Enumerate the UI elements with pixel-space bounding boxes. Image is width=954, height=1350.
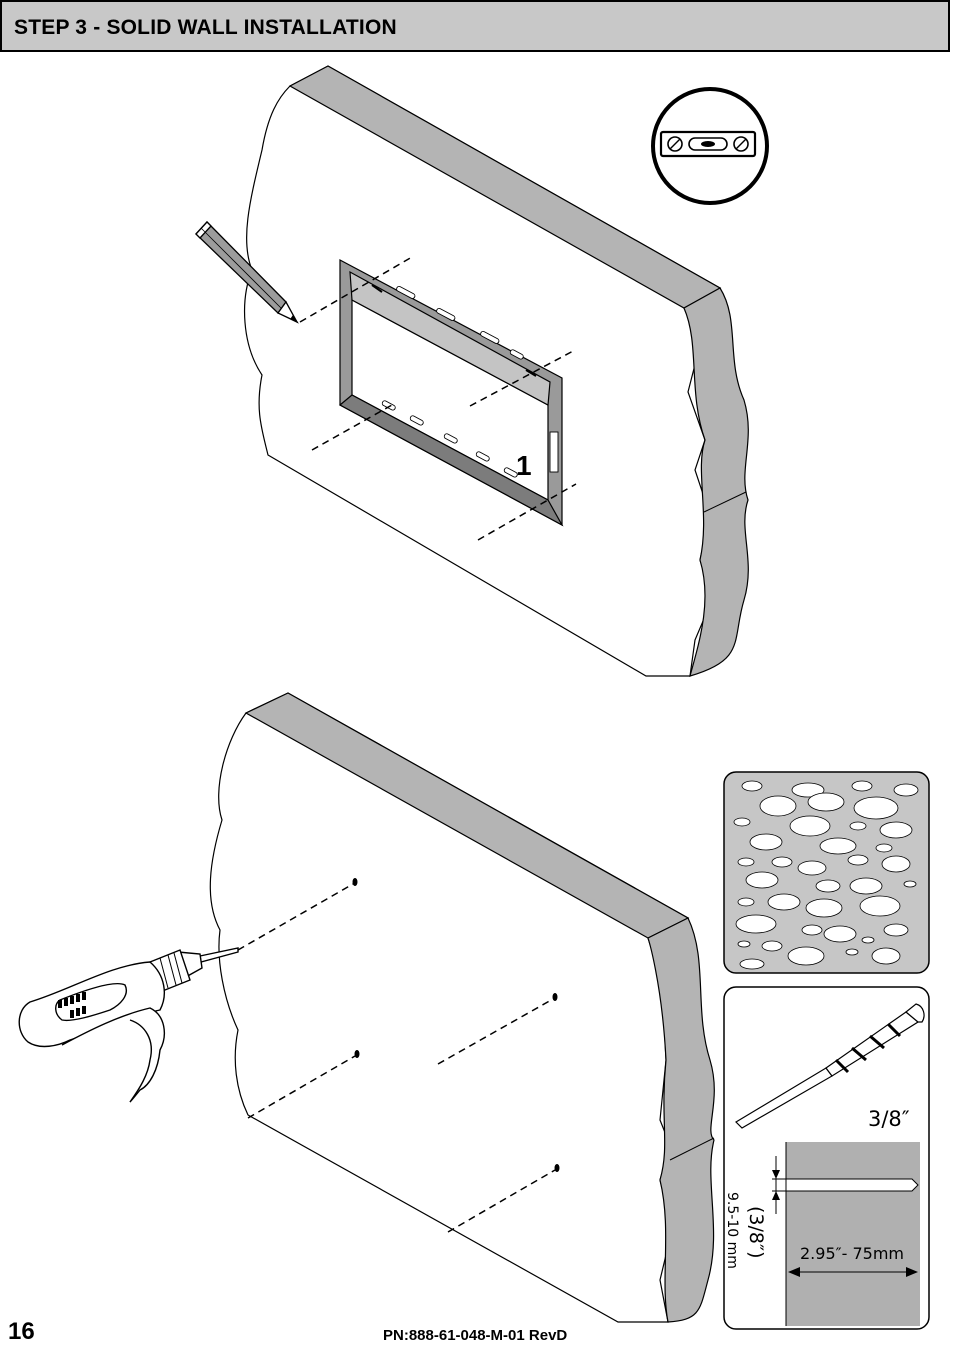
drill-bit-size: 3/8″	[868, 1107, 910, 1131]
stone-wall-icon	[723, 771, 930, 974]
callout-number: 1	[516, 450, 532, 481]
hole-depth-label: 2.95″- 75mm	[800, 1244, 904, 1263]
hole-profile	[785, 1178, 919, 1192]
step-title: STEP 3 - SOLID WALL INSTALLATION	[14, 16, 397, 39]
wall-cross-section	[786, 1142, 920, 1326]
level-icon	[651, 87, 769, 205]
hole-diameter-metric: 9.5-10 mm	[724, 1192, 740, 1269]
lower-dashed-lines	[237, 883, 556, 1233]
drill-icon	[18, 947, 239, 1103]
hole-diameter-imperial: (3/8″)	[745, 1206, 767, 1259]
lower-wall	[209, 692, 715, 1323]
drilled-holes	[352, 878, 560, 1172]
step-header: STEP 3 - SOLID WALL INSTALLATION	[0, 0, 950, 52]
wall-plate-bracket	[338, 259, 564, 527]
masonry-bit-icon	[735, 1003, 925, 1129]
part-number: PN:888-61-048-M-01 RevD	[383, 1327, 568, 1344]
upper-dashed-lines	[299, 256, 577, 541]
page-number: 16	[8, 1318, 35, 1345]
pencil-icon	[195, 221, 299, 324]
drill-bit-panel: 3/8″ 2.95″- 75mm (3/8″) 9.5-10 mm	[723, 986, 930, 1330]
